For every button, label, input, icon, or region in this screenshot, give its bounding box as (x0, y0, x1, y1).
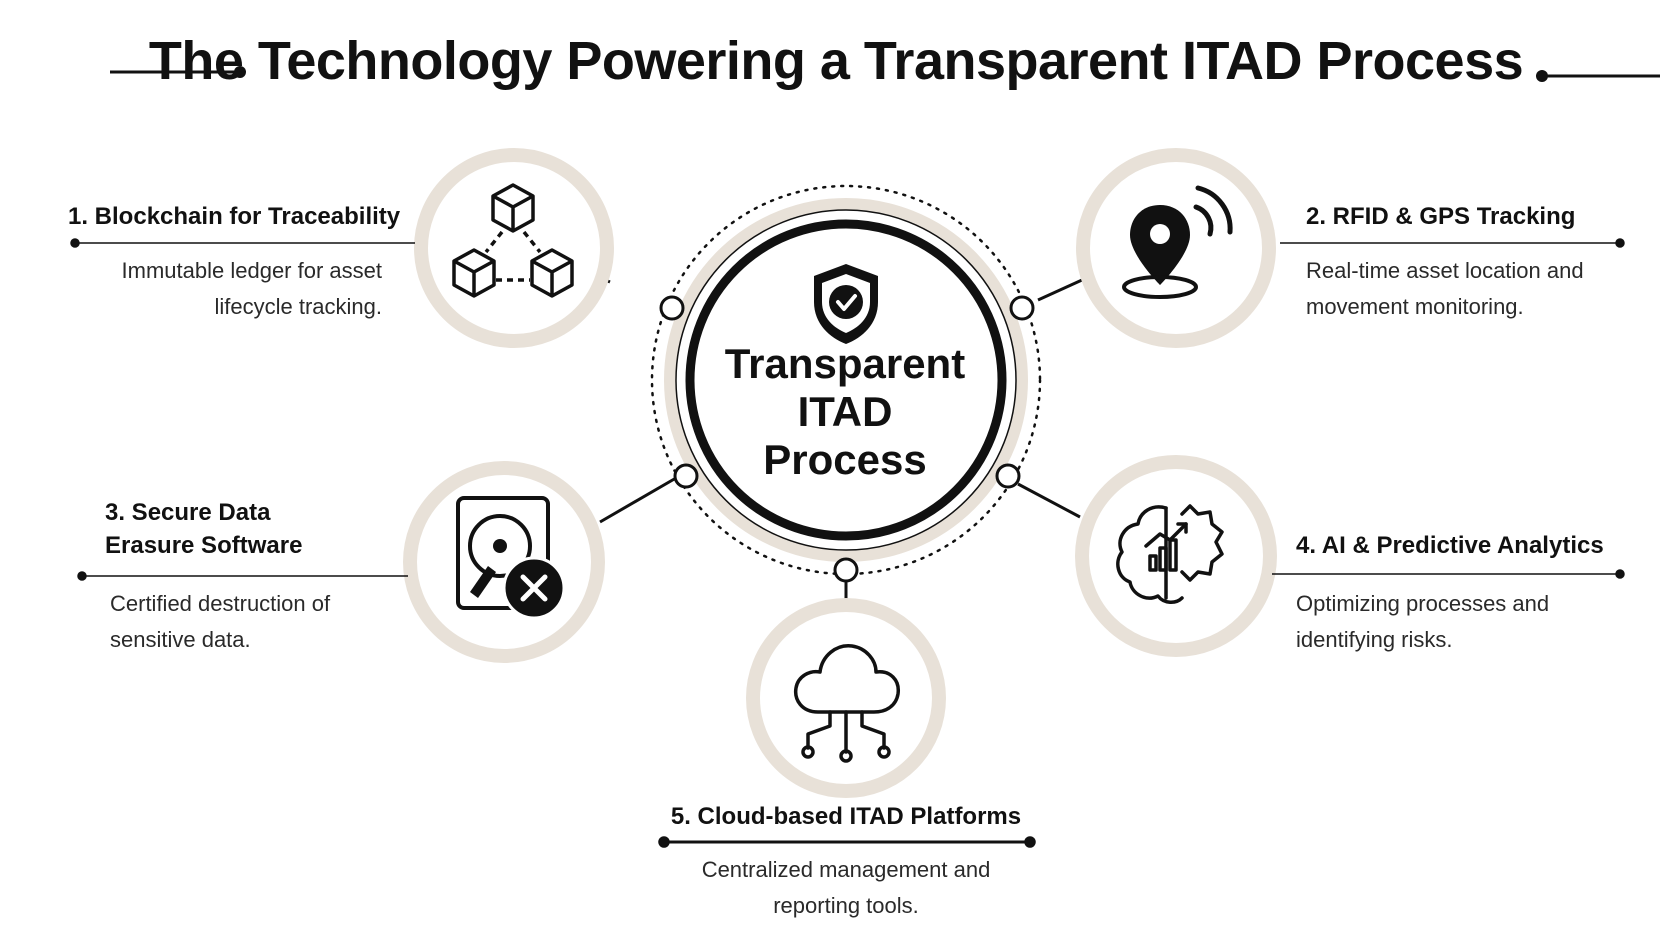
item-5-title: 5. Cloud-based ITAD Platforms (670, 803, 1022, 830)
item-4-title: 4. AI & Predictive Analytics (1296, 532, 1604, 559)
center-label-line-1: Transparent (724, 340, 966, 387)
item-1-description: Immutable ledger for asset lifecycle tra… (60, 253, 382, 325)
center-main-ring (685, 219, 1007, 541)
center-label-line-2: ITAD (797, 388, 893, 435)
item-2-desc-line-1: Real-time asset location and (1306, 258, 1584, 283)
cloud-network-icon (793, 644, 900, 763)
item-3-description: Certified destruction of sensitive data. (110, 586, 410, 658)
item-3-desc-line-2: sensitive data. (110, 627, 251, 652)
connector-3 (599, 476, 677, 524)
item-2-icon-circle (1076, 148, 1276, 348)
center-label: Transparent ITAD Process (705, 340, 985, 484)
page-title: The Technology Powering a Transparent IT… (148, 31, 1524, 91)
title-left-rule (110, 66, 246, 78)
location-pin-signal-icon (1122, 185, 1233, 299)
item-2-title: 2. RFID & GPS Tracking (1306, 203, 1576, 230)
item-1-desc-line-1: Immutable ledger for asset (121, 258, 382, 283)
item-1-title: 1. Blockchain for Traceability (68, 203, 401, 230)
node-2 (1009, 295, 1035, 321)
center-hub (650, 184, 1042, 576)
item-1-desc-line-2: lifecycle tracking. (214, 294, 382, 319)
node-4 (995, 463, 1021, 489)
connector-4 (1017, 482, 1081, 519)
node-5 (833, 557, 859, 583)
item-4-icon-circle (1075, 455, 1277, 657)
shield-check-icon (814, 264, 878, 344)
item-1-icon-circle (414, 148, 614, 348)
item-3-desc-line-1: Certified destruction of (110, 591, 331, 616)
item-4-desc-line-1: Optimizing processes and (1296, 591, 1550, 616)
item-2-desc-line-2: movement monitoring. (1306, 294, 1524, 319)
item-4-desc-line-2: identifying risks. (1296, 627, 1453, 652)
item-3-title-line-2: Erasure Software (105, 532, 303, 559)
item-4-description: Optimizing processes and identifying ris… (1296, 586, 1626, 658)
item-2-description: Real-time asset location and movement mo… (1306, 253, 1636, 325)
hard-drive-erase-icon (456, 496, 566, 620)
item-5-desc-line-1: Centralized management and (701, 857, 991, 882)
center-outer-thin-ring (675, 209, 1017, 551)
node-1 (659, 295, 685, 321)
brain-gear-chart-icon (1116, 504, 1224, 604)
blockchain-cubes-icon (452, 183, 574, 298)
text-rules (70, 238, 1625, 848)
item-3-title-line-1: 3. Secure Data (105, 499, 271, 526)
center-beige-ring (664, 198, 1028, 562)
center-label-line-3: Process (763, 436, 927, 483)
item-5-desc-line-2: reporting tools. (773, 893, 919, 918)
item-5-description: Centralized management and reporting too… (646, 852, 1046, 924)
item-3-icon-circle (403, 461, 605, 663)
node-3 (673, 463, 699, 489)
center-dotted-ring (650, 184, 1042, 576)
connector-nodes (659, 295, 1035, 583)
connector-2 (1037, 278, 1083, 302)
item-5-icon-circle (746, 598, 946, 798)
title-right-rule (1536, 70, 1660, 82)
